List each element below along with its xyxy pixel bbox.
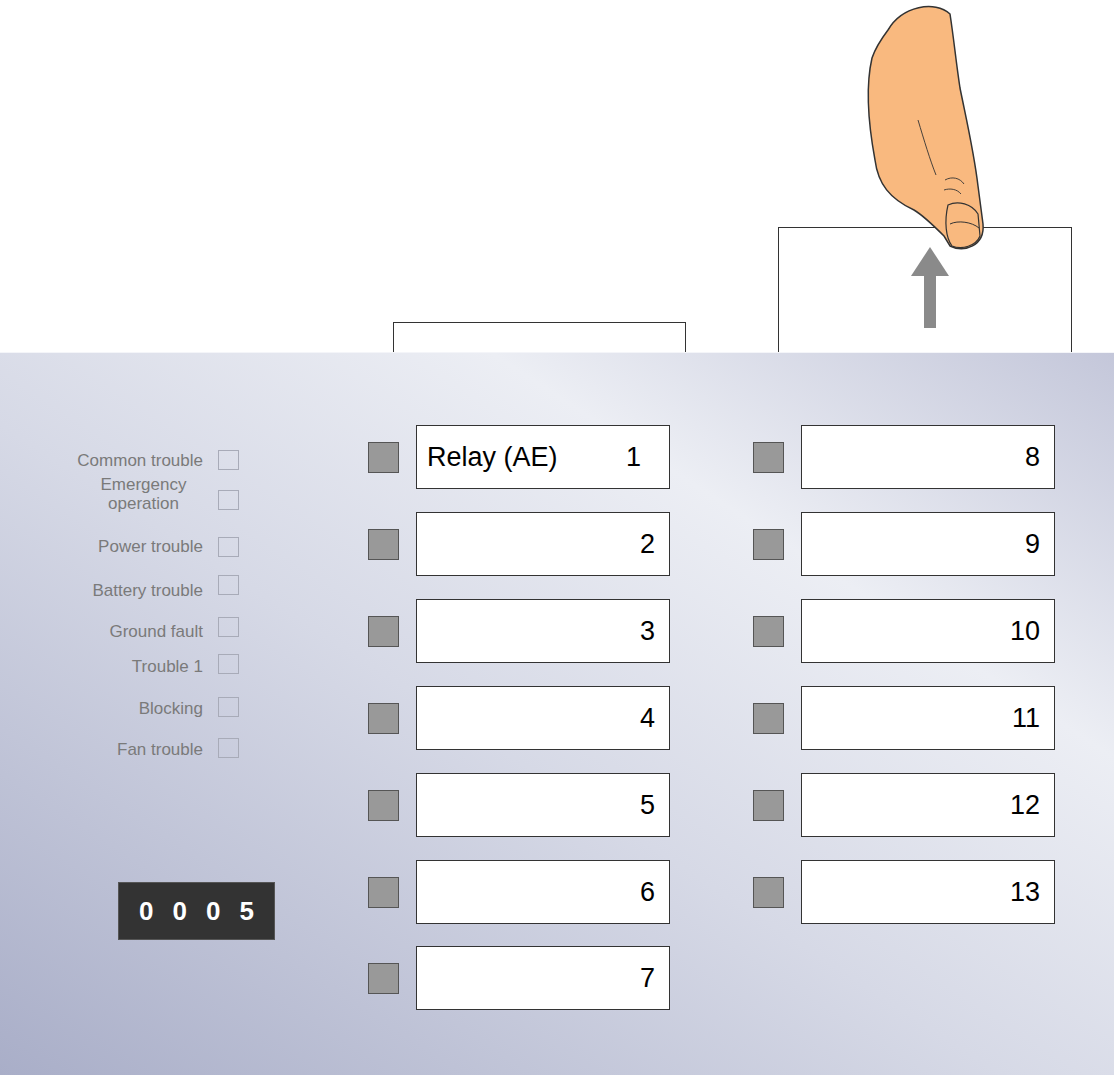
relay-number: 9 [1025, 529, 1040, 560]
relay-number: 11 [1012, 703, 1040, 734]
led [369, 964, 399, 994]
led [754, 878, 784, 908]
relay-number: 2 [640, 529, 655, 560]
counter-display: 0005 [118, 882, 275, 940]
indicator-label: Blocking [20, 699, 203, 718]
relay-number: 13 [1010, 877, 1040, 908]
led [369, 443, 399, 473]
relay-label-box: 7 [416, 946, 670, 1010]
indicator-label: Fan trouble [20, 740, 203, 759]
relay-number: 5 [640, 790, 655, 821]
indicator-label: Ground fault [20, 622, 203, 641]
led [369, 704, 399, 734]
indicator-square [219, 618, 239, 637]
relay-number: 6 [640, 877, 655, 908]
indicator-group [219, 451, 239, 758]
led [754, 443, 784, 473]
relay-label-box: 2 [416, 512, 670, 576]
indicator-square [219, 538, 239, 557]
insert-arrow-head [911, 247, 949, 276]
indicator-square [219, 576, 239, 595]
relay-label-box: 10 [801, 599, 1055, 663]
led [369, 878, 399, 908]
led [754, 617, 784, 647]
indicator-label: Battery trouble [20, 581, 203, 600]
relay-number: 3 [640, 616, 655, 647]
card [779, 228, 1072, 363]
indicator-square [219, 698, 239, 717]
relay-label-box: 13 [801, 860, 1055, 924]
led [369, 791, 399, 821]
relay-number: 1 [626, 442, 641, 473]
indicator-label: Emergency operation [85, 475, 202, 513]
counter-value: 0005 [139, 896, 273, 927]
indicator-square [219, 491, 239, 510]
led [754, 704, 784, 734]
relay-number: 7 [640, 963, 655, 994]
relay-label-box: 3 [416, 599, 670, 663]
relay-number: 8 [1025, 442, 1040, 473]
relay-number: 10 [1010, 616, 1040, 647]
led [754, 791, 784, 821]
indicator-label: Trouble 1 [20, 657, 203, 676]
thumb-nail [950, 222, 979, 228]
panel [0, 352, 1114, 1075]
relay-number: 4 [640, 703, 655, 734]
led [369, 530, 399, 560]
relay-name: Relay (AE) [427, 442, 558, 473]
insert-arrow [924, 272, 936, 328]
indicator-label: Common trouble [20, 451, 203, 470]
led-group [369, 443, 784, 994]
relay-number: 12 [1010, 790, 1040, 821]
hand-crease [918, 120, 964, 194]
indicator-label: Power trouble [20, 537, 203, 556]
thumb [946, 203, 980, 248]
hand [868, 7, 983, 249]
relay-label-box: 8 [801, 425, 1055, 489]
indicator-square [219, 655, 239, 674]
indicator-square [219, 451, 239, 470]
relay-label-box: 4 [416, 686, 670, 750]
led [754, 530, 784, 560]
relay-label-box: 6 [416, 860, 670, 924]
led [369, 617, 399, 647]
relay-label-box: 11 [801, 686, 1055, 750]
relay-label-box: 9 [801, 512, 1055, 576]
relay-label-box: Relay (AE) 1 [416, 425, 670, 489]
relay-label-box: 12 [801, 773, 1055, 837]
indicator-square [219, 739, 239, 758]
relay-label-box: 5 [416, 773, 670, 837]
panel-edge [0, 352, 1114, 353]
